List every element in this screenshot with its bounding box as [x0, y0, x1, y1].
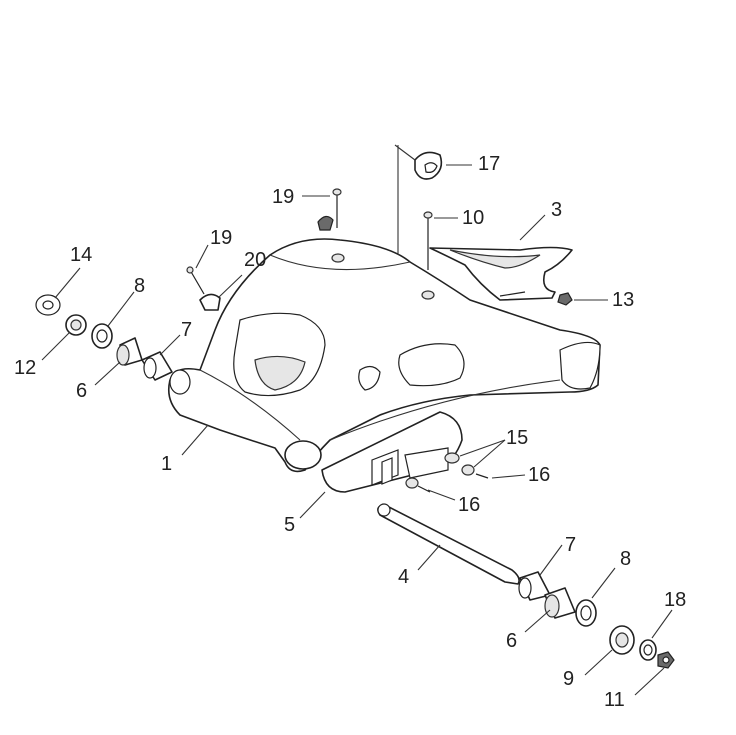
left-bearing-stack — [35, 294, 173, 381]
swingarm-body — [167, 238, 601, 473]
callout-9: 9 — [563, 668, 575, 690]
callout-15: 15 — [506, 427, 529, 449]
callout-20: 20 — [244, 249, 267, 271]
callout-19-top: 19 — [272, 186, 295, 208]
callout-3: 3 — [551, 199, 563, 221]
callout-11: 11 — [604, 689, 625, 711]
callout-5: 5 — [284, 514, 296, 536]
chain-guard — [429, 246, 573, 301]
callout-13: 13 — [612, 289, 635, 311]
callout-16-right: 16 — [528, 464, 551, 486]
callout-8-right: 8 — [620, 548, 632, 570]
callout-19-left: 19 — [210, 227, 233, 249]
callout-1: 1 — [161, 453, 173, 475]
callout-8-left: 8 — [134, 275, 146, 297]
leader-lines — [41, 144, 673, 696]
callout-7-left: 7 — [181, 319, 193, 341]
callout-6-left: 6 — [76, 380, 88, 402]
chain-slider-bracket — [321, 411, 463, 493]
callout-7-right: 7 — [565, 534, 577, 556]
callout-17: 17 — [478, 153, 501, 175]
hardware-small-parts — [186, 188, 573, 493]
callout-16-lower: 16 — [458, 494, 481, 516]
callout-14: 14 — [70, 244, 93, 266]
callout-6-right: 6 — [506, 630, 518, 652]
callout-4: 4 — [398, 566, 410, 588]
callout-12: 12 — [14, 357, 37, 379]
pivot-shaft — [377, 503, 520, 585]
callout-18: 18 — [664, 589, 687, 611]
cable-clip — [414, 151, 443, 180]
right-bearing-stack — [518, 571, 675, 669]
callout-10: 10 — [462, 207, 485, 229]
